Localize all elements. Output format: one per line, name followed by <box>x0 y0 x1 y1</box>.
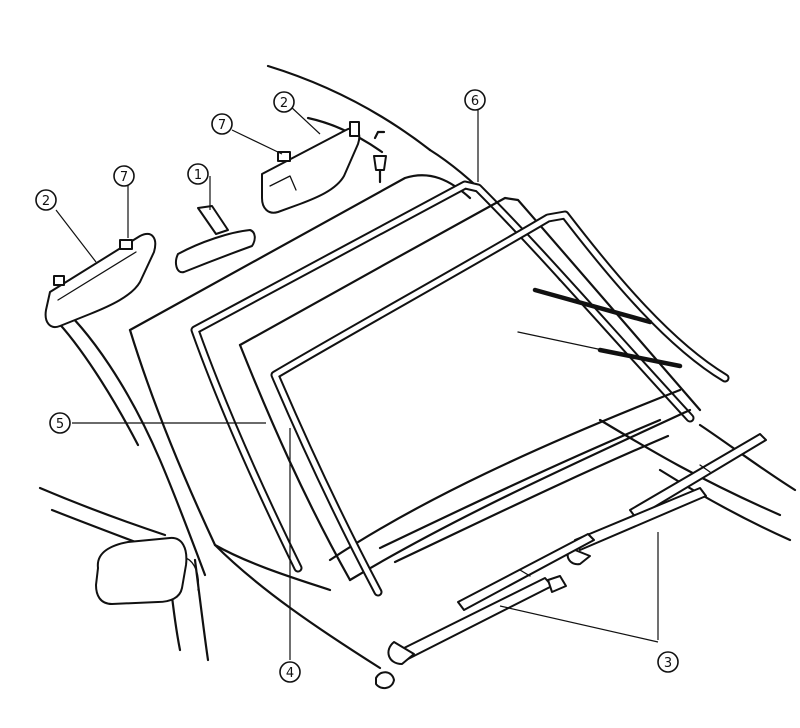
callout-4-label: 4 <box>286 666 294 681</box>
callout-2-right-label: 2 <box>280 96 288 111</box>
rear-view-mirror <box>175 205 256 274</box>
windshield-seal-outer <box>190 180 695 573</box>
callout-5: 5 <box>49 412 71 434</box>
retaining-clip <box>375 671 395 690</box>
windshield-molding <box>270 210 730 597</box>
callout-1-label: 1 <box>194 168 202 183</box>
windshield-glass <box>238 196 702 582</box>
callout-2-right: 2 <box>273 91 295 113</box>
callout-3-label: 3 <box>664 656 672 671</box>
callout-7-left-label: 7 <box>120 170 128 185</box>
leader-lines <box>55 105 659 660</box>
visor-hinge-right <box>349 121 360 137</box>
sun-visor-left <box>44 233 157 328</box>
side-mirror <box>95 536 200 605</box>
visor-clip-left <box>119 239 133 250</box>
wiper-arm-left <box>399 577 553 661</box>
wiper-blade-left <box>387 533 595 665</box>
callout-4: 4 <box>279 661 301 683</box>
glass-reflections <box>378 287 683 564</box>
callout-7-right-label: 7 <box>218 118 226 133</box>
callout-5-label: 5 <box>56 417 64 432</box>
visor-clip-right <box>277 151 291 162</box>
callout-2-left-label: 2 <box>42 194 50 209</box>
screw <box>373 155 387 171</box>
callout-1: 1 <box>187 163 209 185</box>
callout-6-label: 6 <box>471 94 479 109</box>
callout-3: 3 <box>657 651 679 673</box>
callout-2-left: 2 <box>35 189 57 211</box>
visor-hinge-left <box>53 275 65 286</box>
callout-6: 6 <box>464 89 486 111</box>
sun-visor-right <box>261 121 387 214</box>
callout-7-right: 7 <box>211 113 233 135</box>
callout-7-left: 7 <box>113 165 135 187</box>
wiper-blade-right <box>566 433 767 566</box>
